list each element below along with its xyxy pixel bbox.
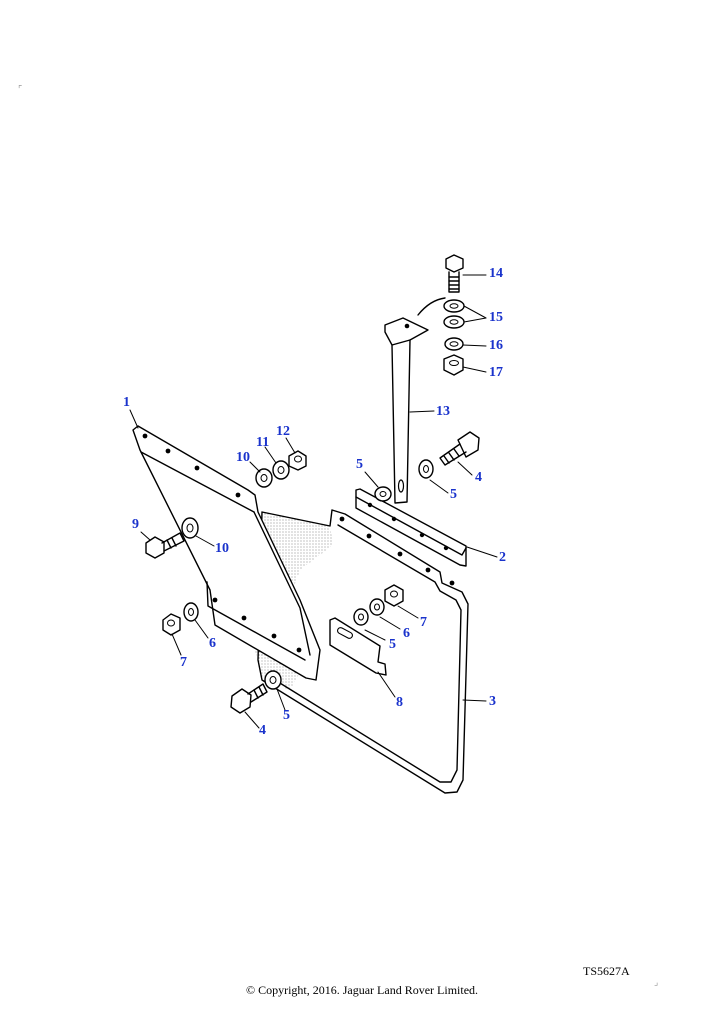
bolt-part-14 [445, 254, 464, 293]
washer-part-5-upper-right [418, 459, 434, 479]
callout-5-right[interactable]: 5 [389, 637, 396, 652]
nut-part-7-left [162, 613, 181, 636]
callout-7-left[interactable]: 7 [180, 655, 187, 670]
clamp-strip-part-2 [355, 488, 467, 567]
corner-mark-bottom-right: ⌟ [654, 978, 659, 988]
copyright-notice: © Copyright, 2016. Jaguar Land Rover Lim… [245, 983, 479, 997]
callout-16[interactable]: 16 [489, 338, 503, 353]
callout-9[interactable]: 9 [132, 517, 139, 532]
small-bracket-part-8 [329, 617, 387, 676]
callout-13[interactable]: 13 [436, 404, 450, 419]
callout-17[interactable]: 17 [489, 365, 503, 380]
nut-part-7-right [384, 584, 404, 607]
callout-5-upper-right[interactable]: 5 [450, 487, 457, 502]
bolt-part-4-lower [230, 683, 268, 714]
bolt-part-9 [145, 532, 185, 559]
washers-part-15 [443, 299, 465, 329]
nut-part-12 [288, 450, 307, 471]
callout-8[interactable]: 8 [396, 695, 403, 710]
washer-part-10-top [255, 468, 273, 488]
bolt-part-4-upper [439, 431, 480, 466]
spring-washer-part-16 [444, 337, 464, 351]
callout-4-upper[interactable]: 4 [475, 470, 482, 485]
corner-mark-top-left: ⌜ [18, 85, 23, 95]
callout-5-upper-left[interactable]: 5 [356, 457, 363, 472]
stay-bracket-part-13 [384, 297, 446, 504]
callout-6-left[interactable]: 6 [209, 636, 216, 651]
leader-lines [129, 274, 498, 729]
spring-washer-part-11 [272, 460, 290, 480]
washer-part-5-right [353, 608, 369, 626]
callout-11[interactable]: 11 [256, 435, 270, 450]
support-plate-part-1 [132, 425, 321, 681]
callout-10-top[interactable]: 10 [236, 450, 250, 465]
callout-2[interactable]: 2 [499, 550, 506, 565]
callout-3[interactable]: 3 [489, 694, 496, 709]
washer-part-6-right [369, 598, 385, 616]
callout-7-right[interactable]: 7 [420, 615, 427, 630]
callout-14[interactable]: 14 [489, 266, 503, 281]
washer-part-5-lower [264, 670, 282, 690]
washer-part-10-left [181, 517, 199, 539]
washer-part-6-left [183, 602, 199, 622]
callout-10-left[interactable]: 10 [215, 541, 229, 556]
nut-part-17 [443, 354, 464, 376]
washer-part-5-upper-left [374, 486, 392, 502]
callout-5-lower[interactable]: 5 [283, 708, 290, 723]
callout-1[interactable]: 1 [123, 395, 130, 410]
callout-4-lower[interactable]: 4 [259, 723, 266, 738]
callout-12[interactable]: 12 [276, 424, 290, 439]
figure-code: TS5627A [583, 964, 630, 978]
callout-15[interactable]: 15 [489, 310, 503, 325]
callout-6-right[interactable]: 6 [403, 626, 410, 641]
